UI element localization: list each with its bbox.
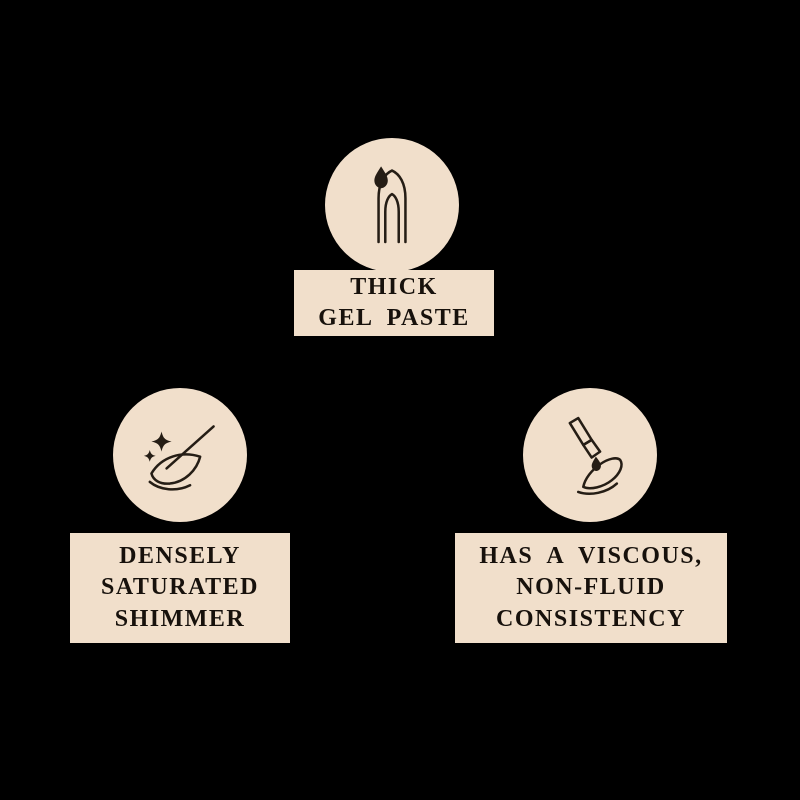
nail-with-drop-icon bbox=[350, 163, 434, 247]
feature-label: HAS A VISCOUS, NON-FLUID CONSISTENCY bbox=[455, 533, 727, 643]
label-line: NON-FLUID bbox=[516, 574, 666, 601]
spatula-on-nail-icon bbox=[548, 413, 632, 497]
label-line: GEL PASTE bbox=[318, 305, 470, 331]
label-line: DENSELY bbox=[119, 543, 241, 570]
label-line: HAS A VISCOUS, bbox=[479, 543, 703, 570]
feature-circle bbox=[523, 388, 657, 522]
feature-label: DENSELY SATURATED SHIMMER bbox=[70, 533, 290, 643]
label-line: THICK bbox=[350, 273, 438, 300]
shimmer-nail-icon bbox=[138, 413, 222, 497]
label-line: SATURATED bbox=[101, 574, 259, 601]
feature-label: THICK GEL PASTE bbox=[294, 270, 494, 336]
label-line: CONSISTENCY bbox=[496, 605, 686, 632]
label-line: SHIMMER bbox=[114, 605, 246, 632]
feature-circle bbox=[325, 138, 459, 272]
feature-circle bbox=[113, 388, 247, 522]
